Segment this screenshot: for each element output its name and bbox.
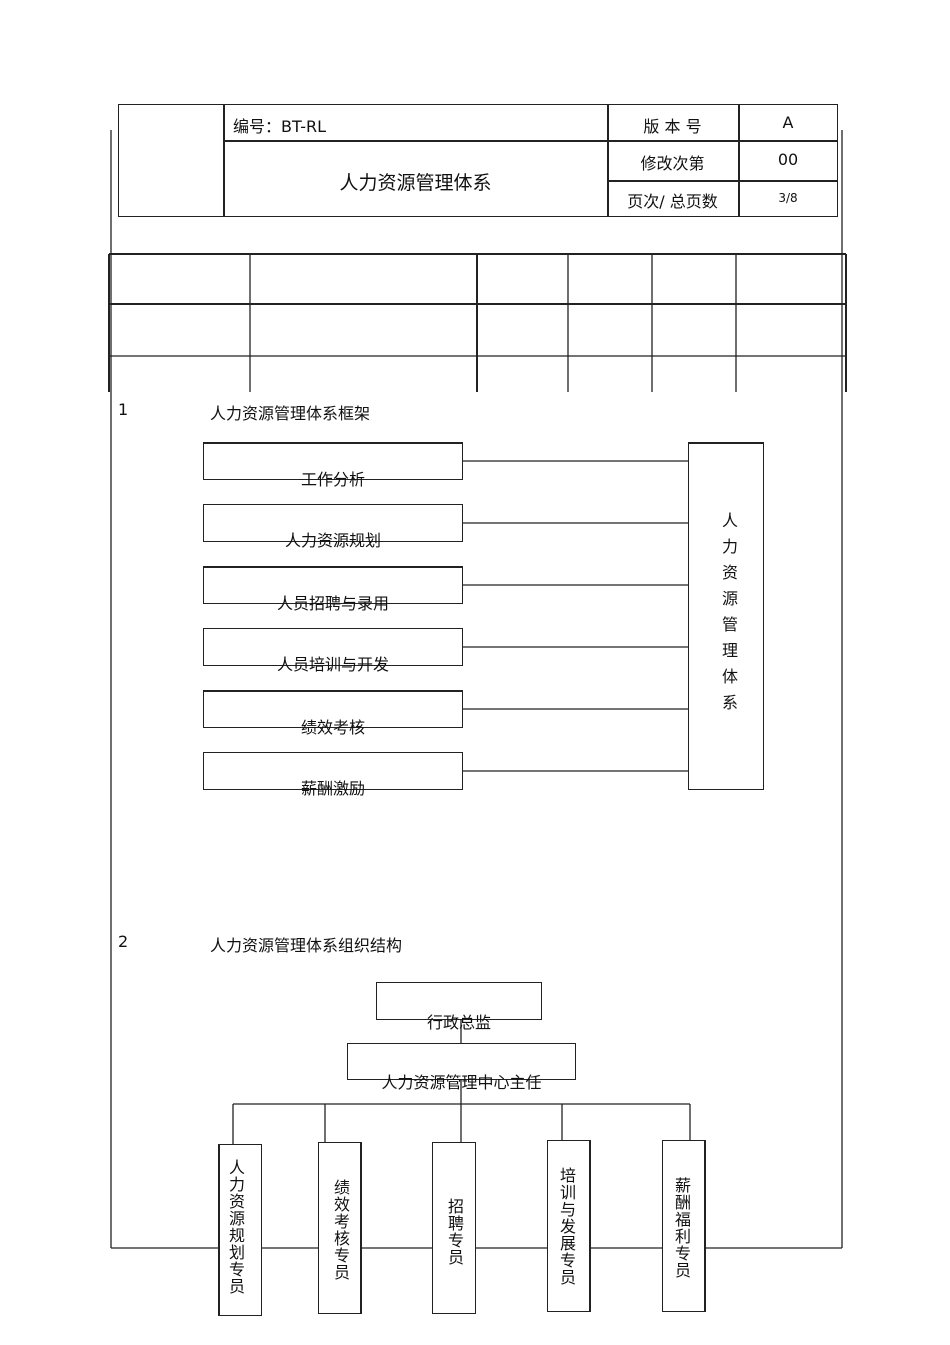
framework-item-box: 人员培训与开发 xyxy=(203,628,463,674)
section-number: 2 xyxy=(118,932,129,951)
revision-label: 修改次第 xyxy=(640,154,705,173)
org-node-label: 绩效考核专员 xyxy=(331,1179,350,1281)
section-number: 1 xyxy=(118,400,129,419)
section-heading: 人力资源管理体系组织结构 xyxy=(210,936,403,955)
framework-item-box: 绩效考核 xyxy=(203,690,463,737)
framework-target-box: 人力资源管理体系 xyxy=(688,442,764,790)
org-node-staff: 薪酬福利专员 xyxy=(662,1140,706,1312)
org-node-staff: 绩效考核专员 xyxy=(318,1142,362,1314)
revision-value: 00 xyxy=(777,150,799,169)
section-heading: 人力资源管理体系框架 xyxy=(210,404,371,423)
document-code: 编号：BT-RL xyxy=(233,117,327,136)
framework-target-label: 人力资源管理体系 xyxy=(719,512,738,720)
header-divider xyxy=(223,104,225,217)
version-value: A xyxy=(782,113,794,132)
framework-item-label: 绩效考核 xyxy=(300,718,365,737)
org-node-center-head: 人力资源管理中心主任 xyxy=(347,1043,576,1092)
framework-item-label: 人员培训与开发 xyxy=(276,655,389,674)
header-divider xyxy=(607,104,609,217)
framework-item-label: 人员招聘与录用 xyxy=(276,594,389,613)
framework-item-label: 薪酬激励 xyxy=(300,779,365,798)
header-divider xyxy=(738,104,740,217)
version-label: 版 本 号 xyxy=(643,117,702,136)
org-node-label: 人力资源管理中心主任 xyxy=(381,1073,542,1092)
framework-item-box: 工作分析 xyxy=(203,442,463,489)
org-node-label: 人力资源规划专员 xyxy=(226,1159,245,1295)
org-node-staff: 培训与发展专员 xyxy=(547,1140,591,1312)
page-value: 3/8 xyxy=(778,191,798,205)
framework-item-box: 人员招聘与录用 xyxy=(203,566,463,613)
document-header xyxy=(118,104,838,217)
page-label: 页次/ 总页数 xyxy=(627,192,718,211)
header-divider xyxy=(224,140,838,142)
framework-item-label: 工作分析 xyxy=(300,470,365,489)
org-node-label: 行政总监 xyxy=(426,1013,491,1032)
org-node-staff: 招聘专员 xyxy=(432,1142,476,1314)
org-node-director: 行政总监 xyxy=(376,982,542,1032)
document-title: 人力资源管理体系 xyxy=(339,172,492,194)
org-node-label: 招聘专员 xyxy=(445,1198,464,1266)
org-node-label: 薪酬福利专员 xyxy=(672,1177,691,1279)
org-node-label: 培训与发展专员 xyxy=(557,1167,576,1286)
framework-item-label: 人力资源规划 xyxy=(284,531,381,550)
framework-item-box: 人力资源规划 xyxy=(203,504,463,550)
framework-item-box: 薪酬激励 xyxy=(203,752,463,798)
org-node-staff: 人力资源规划专员 xyxy=(218,1144,262,1316)
header-divider xyxy=(607,180,838,182)
